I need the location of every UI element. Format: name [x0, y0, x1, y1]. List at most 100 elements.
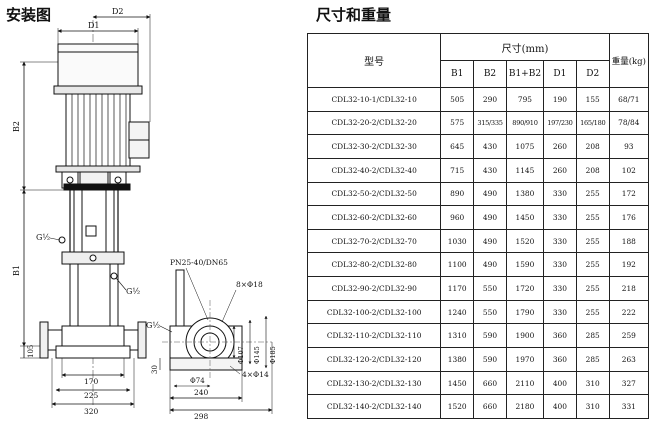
g-half-left-label: G½: [36, 233, 50, 242]
dim-298-label: 298: [194, 412, 209, 421]
bolt-holes-8-label: 8×Φ18: [236, 280, 263, 289]
cell-model: CDL32-140-2/CDL32-140: [306, 394, 442, 419]
cell-d1: 197/230: [543, 110, 577, 136]
cell-b1b2: 1520: [505, 228, 545, 254]
cell-d1: 260: [543, 134, 577, 159]
phi-74-label: Φ74: [190, 377, 205, 385]
cell-model: CDL32-100-2/CDL32-100: [306, 299, 442, 325]
dim-105-label: 105: [27, 345, 35, 358]
cell-b1b2: 1970: [505, 347, 545, 372]
cell-d2: 285: [575, 347, 610, 372]
phi-145-label: Φ145: [253, 346, 261, 364]
motor-cooling-fins: [71, 94, 127, 166]
header-d2: D2: [575, 60, 610, 88]
cell-model: CDL32-130-2/CDL32-130: [306, 370, 442, 396]
cell-b1b2: 1075: [505, 134, 545, 159]
table-row: CDL32-70-2/CDL32-70 1030 490 1520 330 25…: [306, 228, 650, 254]
table-row: CDL32-120-2/CDL32-120 1380 590 1970 360 …: [306, 347, 650, 372]
cell-b2: 490: [473, 181, 507, 207]
cell-b1b2: 2110: [505, 370, 545, 396]
cell-d1: 400: [543, 370, 577, 396]
table-row: CDL32-60-2/CDL32-60 960 490 1450 330 255…: [306, 205, 650, 230]
table-row: CDL32-90-2/CDL32-90 1170 550 1720 330 25…: [306, 276, 650, 301]
dim-240-label: 240: [194, 388, 209, 397]
cell-d2: 208: [575, 157, 610, 183]
cell-b2: 430: [473, 157, 507, 183]
cell-weight: 102: [608, 157, 650, 183]
motor: [53, 43, 150, 167]
cell-d1: 330: [543, 205, 577, 230]
vent-plug: [110, 272, 118, 280]
header-dimension: 尺寸(mm): [440, 33, 610, 61]
installation-drawing: D2 D1 B2 B1 105 G½ G½ 170 225 320 PN25-4…: [12, 7, 277, 421]
cell-b2: 660: [473, 370, 507, 396]
cell-d1: 330: [543, 299, 577, 325]
cell-b2: 490: [473, 228, 507, 254]
cell-b1b2: 795: [505, 87, 545, 112]
dimension-weight-table: 型号 尺寸(mm) 重量(kg) B1 B2 B1+B2 D1 D2 CDL32…: [306, 33, 650, 419]
table-row: CDL32-110-2/CDL32-110 1310 590 1900 360 …: [306, 323, 650, 349]
cell-weight: 68/71: [608, 87, 650, 112]
cell-d2: 255: [575, 276, 610, 301]
cell-b1: 1520: [440, 394, 475, 419]
cell-weight: 78/84: [608, 110, 650, 136]
cell-d1: 330: [543, 228, 577, 254]
cell-b1b2: 1790: [505, 299, 545, 325]
cell-weight: 93: [608, 134, 650, 159]
cell-d2: 255: [575, 181, 610, 207]
bolt-holes-4-label: 4×Φ14: [242, 370, 269, 379]
cell-b2: 550: [473, 276, 507, 301]
header-b2: B2: [473, 60, 507, 88]
cell-b2: 550: [473, 299, 507, 325]
cell-d1: 260: [543, 157, 577, 183]
cell-d2: 310: [575, 394, 610, 419]
table-row: CDL32-80-2/CDL32-80 1100 490 1590 330 25…: [306, 252, 650, 278]
cell-b2: 315/335: [473, 110, 507, 136]
header-d1: D1: [543, 60, 577, 88]
cell-b2: 590: [473, 347, 507, 372]
cell-b1b2: 1900: [505, 323, 545, 349]
cell-d1: 330: [543, 252, 577, 278]
cell-model: CDL32-10-1/CDL32-10: [306, 87, 442, 112]
cell-d2: 255: [575, 205, 610, 230]
cell-d1: 360: [543, 347, 577, 372]
cell-b2: 430: [473, 134, 507, 159]
cell-b1: 645: [440, 134, 475, 159]
cell-b2: 660: [473, 394, 507, 419]
table-row: CDL32-130-2/CDL32-130 1450 660 2110 400 …: [306, 370, 650, 396]
cell-d2: 255: [575, 228, 610, 254]
cell-d1: 330: [543, 181, 577, 207]
cell-b1b2: 890/910: [505, 110, 545, 136]
cell-d2: 208: [575, 134, 610, 159]
cell-b1: 960: [440, 205, 475, 230]
table-row: CDL32-20-2/CDL32-20 575 315/335 890/910 …: [306, 110, 650, 136]
cell-model: CDL32-90-2/CDL32-90: [306, 276, 442, 301]
cell-model: CDL32-30-2/CDL32-30: [306, 134, 442, 159]
cell-b1b2: 1590: [505, 252, 545, 278]
cell-b2: 490: [473, 252, 507, 278]
cell-b1b2: 1450: [505, 205, 545, 230]
cell-b1: 1310: [440, 323, 475, 349]
cell-model: CDL32-20-2/CDL32-20: [306, 110, 442, 136]
cell-d2: 255: [575, 299, 610, 325]
cell-b1: 505: [440, 87, 475, 112]
g-half-side-label: G½: [146, 321, 160, 330]
cell-b1: 1240: [440, 299, 475, 325]
cell-d1: 330: [543, 276, 577, 301]
pump-head: [61, 251, 125, 265]
dimension-table-title: 尺寸和重量: [316, 6, 392, 24]
cell-b1: 1380: [440, 347, 475, 372]
d1-label: D1: [88, 21, 100, 30]
cell-b2: 490: [473, 205, 507, 230]
table-row: CDL32-30-2/CDL32-30 645 430 1075 260 208…: [306, 134, 650, 159]
cell-model: CDL32-70-2/CDL32-70: [306, 228, 442, 254]
dim-225-label: 225: [84, 391, 99, 400]
table-row: CDL32-140-2/CDL32-140 1520 660 2180 400 …: [306, 394, 650, 419]
header-b1: B1: [440, 60, 475, 88]
cell-b1b2: 1720: [505, 276, 545, 301]
cell-b1b2: 1380: [505, 181, 545, 207]
d2-label: D2: [112, 7, 124, 16]
cell-d2: 155: [575, 87, 610, 112]
cell-b1: 575: [440, 110, 475, 136]
cell-model: CDL32-60-2/CDL32-60: [306, 205, 442, 230]
